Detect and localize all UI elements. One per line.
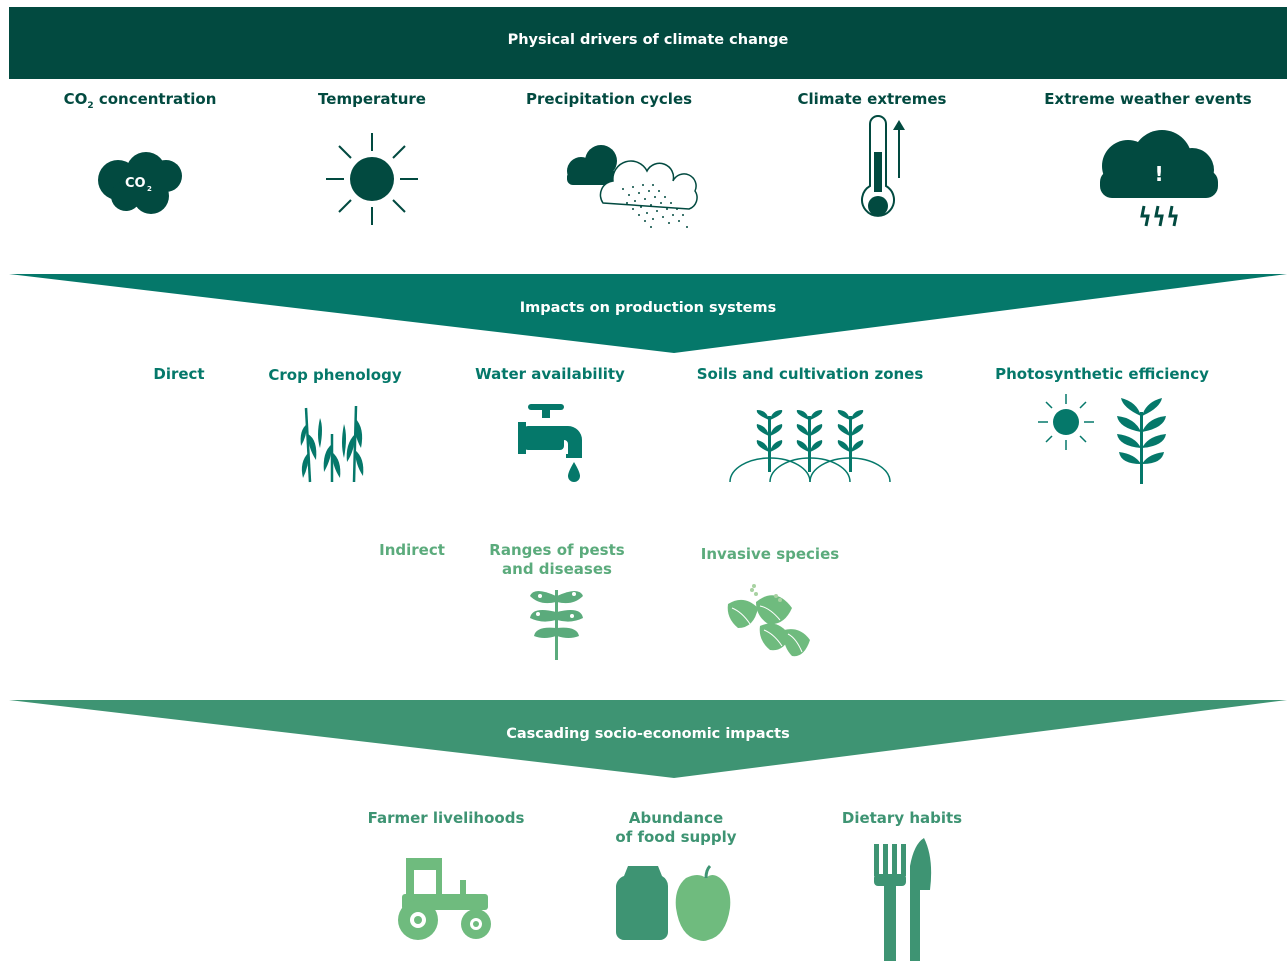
fork-knife-icon xyxy=(874,838,932,961)
thermometer-icon xyxy=(861,115,905,217)
socio-economic-banner xyxy=(9,700,1287,778)
invasive-species-label: Invasive species xyxy=(700,545,840,563)
crop-phenology-label: Crop phenology xyxy=(268,366,402,384)
invasive-plant-icon xyxy=(727,584,810,657)
food-supply-label: Abundance of food supply xyxy=(615,809,737,846)
wheat-stalks-icon xyxy=(300,405,364,483)
food-supply-icon xyxy=(616,864,731,941)
co2-icon-text: CO xyxy=(125,176,146,191)
socio-economic-banner-title: Cascading socio-economic impacts xyxy=(506,726,790,742)
precipitation-cycles-label: Precipitation cycles xyxy=(525,90,693,108)
tractor-icon xyxy=(398,858,491,940)
co2-cloud-icon: CO 2 xyxy=(98,152,182,214)
damaged-plant-icon xyxy=(530,590,583,660)
rain-cloud-icon xyxy=(567,145,698,228)
dietary-habits-label: Dietary habits xyxy=(841,809,963,827)
co2-concentration-label: CO2 concentration xyxy=(63,90,217,111)
indirect-label: Indirect xyxy=(379,541,445,559)
production-banner xyxy=(9,274,1287,353)
storm-cloud-icon: ! xyxy=(1100,130,1218,227)
soils-cultivation-label: Soils and cultivation zones xyxy=(696,365,924,383)
water-tap-icon xyxy=(518,404,582,482)
seedlings-soil-icon xyxy=(729,410,891,483)
storm-icon-text: ! xyxy=(1154,162,1163,186)
drivers-banner xyxy=(9,7,1287,79)
pests-diseases-label: Ranges of pests and diseases xyxy=(489,541,625,578)
temperature-label: Temperature xyxy=(318,90,426,108)
climate-extremes-label: Climate extremes xyxy=(797,90,947,108)
direct-label: Direct xyxy=(153,365,205,383)
photosynthetic-efficiency-label: Photosynthetic efficiency xyxy=(995,365,1209,383)
sun-plant-icon xyxy=(1038,394,1166,484)
farmer-livelihoods-label: Farmer livelihoods xyxy=(367,809,525,827)
drivers-banner-title: Physical drivers of climate change xyxy=(507,32,789,48)
water-availability-label: Water availability xyxy=(475,365,625,383)
production-banner-title: Impacts on production systems xyxy=(519,300,777,316)
sun-icon xyxy=(326,133,418,225)
co2-icon-subscript: 2 xyxy=(147,185,152,193)
extreme-weather-label: Extreme weather events xyxy=(1044,90,1252,108)
